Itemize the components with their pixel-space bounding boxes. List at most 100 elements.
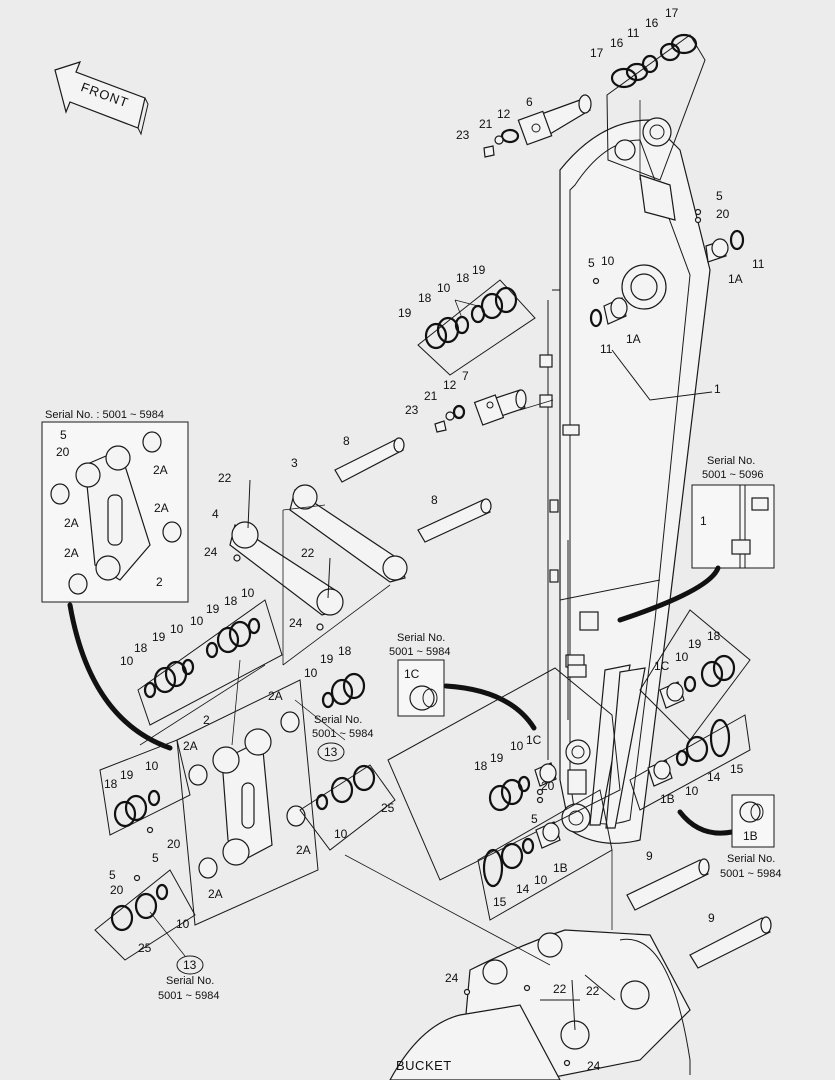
part-10-label-um: 10 xyxy=(437,281,451,295)
lower-left-washer-group: 5 20 10 25 13 Serial No. 5001 ~ 5984 xyxy=(94,868,219,1002)
part-6-label: 6 xyxy=(526,95,533,109)
serial-5096-inset: Serial No. 5001 ~ 5096 1 xyxy=(617,455,775,623)
part-7-label: 7 xyxy=(462,369,469,383)
serial-1B-title: Serial No. xyxy=(727,853,775,865)
part-10-label-lu-d: 10 xyxy=(241,586,255,600)
part-19-label-lu-b: 19 xyxy=(206,602,220,616)
serial-1B-inset: 1B Serial No. 5001 ~ 5984 xyxy=(677,794,781,880)
part-12-label-top: 12 xyxy=(497,107,511,121)
part-10-label-lu-c: 10 xyxy=(190,614,204,628)
part-18-label-lu-b: 18 xyxy=(224,594,238,608)
part-20-label-lll: 20 xyxy=(110,883,124,897)
part-2-label: 2 xyxy=(203,713,210,727)
part-9-label-a: 9 xyxy=(646,849,653,863)
serial-5984-title-top: Serial No. : 5001 ~ 5984 xyxy=(45,409,164,421)
part-16-label-a: 16 xyxy=(610,36,624,50)
front-arrow-icon: FRONT xyxy=(54,61,149,136)
part-18-label-right: 18 xyxy=(707,629,721,643)
serial-5984-inset-top: Serial No. : 5001 ~ 5984 5 20 2A 2A 2A 2… xyxy=(41,409,189,751)
serial-1C-range: 5001 ~ 5984 xyxy=(389,646,450,658)
part-13-label-mid: 13 xyxy=(324,745,338,759)
part-18-label-um-b: 18 xyxy=(456,271,470,285)
serial-5096-range: 5001 ~ 5096 xyxy=(702,469,763,481)
part-12-label-mid: 12 xyxy=(443,378,457,392)
part-19-label-um-b: 19 xyxy=(472,263,486,277)
serial-mid-title: Serial No. xyxy=(314,714,362,726)
part-15-label-rl: 15 xyxy=(730,762,744,776)
part-18-label-cl: 18 xyxy=(474,759,488,773)
part-10-label-cl: 10 xyxy=(510,739,524,753)
part-11-label-a: 11 xyxy=(627,26,640,40)
part-20-label-cl: 20 xyxy=(541,779,555,793)
right-arm-shim-group: 1C 10 19 18 xyxy=(639,609,751,741)
part-11-label-foot: 11 xyxy=(600,342,613,356)
part-22-label-b: 22 xyxy=(301,546,315,560)
part-8-label-a: 8 xyxy=(343,434,350,448)
part-19-label-right: 19 xyxy=(688,637,702,651)
bucket-linkage: BUCKET 24 22 22 24 xyxy=(389,929,691,1080)
part-18-label-ll: 18 xyxy=(104,777,118,791)
part-10-label-mw: 10 xyxy=(334,827,348,841)
part-5-label-ur: 5 xyxy=(716,189,723,203)
link-3-4-group: 3 4 8 8 22 22 24 24 xyxy=(204,399,554,665)
part-2A-label-a: 2A xyxy=(268,689,283,703)
part-14-label-bc: 14 xyxy=(516,882,530,896)
part-10-label-lu-b: 10 xyxy=(170,622,184,636)
pin-9-group: 9 9 xyxy=(626,849,772,969)
part-21-label-mid: 21 xyxy=(424,389,438,403)
part-3-label: 3 xyxy=(291,456,298,470)
part-5-label-lll: 5 xyxy=(109,868,116,882)
part-24-label-b: 24 xyxy=(289,616,303,630)
serial-mid-range: 5001 ~ 5984 xyxy=(312,728,373,740)
bottom-center-bushing-group: 15 14 10 1B xyxy=(477,789,613,921)
part-13-label-lll: 13 xyxy=(183,958,197,972)
center-lower-shim-groups: 18 19 10 1C 20 5 xyxy=(387,667,621,881)
part-2A-label-inset-a: 2A xyxy=(153,463,168,477)
part-1B-label-right: 1B xyxy=(660,792,675,806)
part-9-label-b: 9 xyxy=(708,911,715,925)
right-lower-bushing-group: 1B 10 14 15 xyxy=(629,714,751,811)
upper-shim-group: 19 18 10 18 19 xyxy=(398,263,536,376)
part-19-label-cl: 19 xyxy=(490,751,504,765)
part-1-label: 1 xyxy=(714,382,721,396)
part-5-label-ll: 5 xyxy=(152,851,159,865)
part-1A-label-foot: 1A xyxy=(626,332,641,346)
part-10-label-mid: 10 xyxy=(304,666,318,680)
part-2A-label-inset-c: 2A xyxy=(154,501,169,515)
part-1B-label-bc: 1B xyxy=(553,861,568,875)
part-2A-label-b: 2A xyxy=(183,739,198,753)
part-14-label-rl: 14 xyxy=(707,770,721,784)
part-1-label-inset: 1 xyxy=(700,514,707,528)
part-22-label-bk-a: 22 xyxy=(553,982,567,996)
pin-7-group: 7 12 21 23 xyxy=(405,369,527,433)
part-17-label-b: 17 xyxy=(665,6,679,20)
part-21-label-top: 21 xyxy=(479,117,493,131)
serial-1B-range: 5001 ~ 5984 xyxy=(720,868,781,880)
bucket-label: BUCKET xyxy=(396,1058,452,1073)
part-24-label-bk-b: 24 xyxy=(587,1059,601,1073)
part-22-label-bk-b: 22 xyxy=(586,984,600,998)
part-10-label-foot: 10 xyxy=(601,254,615,268)
top-bushing-group: 17 16 11 16 17 xyxy=(590,6,706,181)
part-4-label: 4 xyxy=(212,507,219,521)
part-18-label-lu-a: 18 xyxy=(134,641,148,655)
middle-washer-group: 13 10 25 xyxy=(299,742,396,851)
part-2A-label-d: 2A xyxy=(208,887,223,901)
part-5-label-foot: 5 xyxy=(588,256,595,270)
link-2-assembly: 2 2A 2A 2A 2A xyxy=(176,659,319,926)
left-shim-box-lower: 18 19 10 5 20 xyxy=(99,739,191,865)
serial-1C-title: Serial No. xyxy=(397,632,445,644)
part-2A-label-inset-b: 2A xyxy=(64,516,79,530)
part-1A-label-right: 1A xyxy=(728,272,743,286)
part-10-label-lll: 10 xyxy=(176,917,190,931)
boom-drawing xyxy=(539,117,711,844)
part-1C-label-inset: 1C xyxy=(404,667,420,681)
part-11-label-right: 11 xyxy=(752,257,765,271)
part-23-label-top: 23 xyxy=(456,128,470,142)
part-10-label-lu-a: 10 xyxy=(120,654,134,668)
upper-right-bushing: 5 20 1A 11 xyxy=(694,189,765,286)
part-10-label-rl: 10 xyxy=(685,784,699,798)
part-5-label-cl: 5 xyxy=(531,812,538,826)
part-20-label-ur: 20 xyxy=(716,207,730,221)
